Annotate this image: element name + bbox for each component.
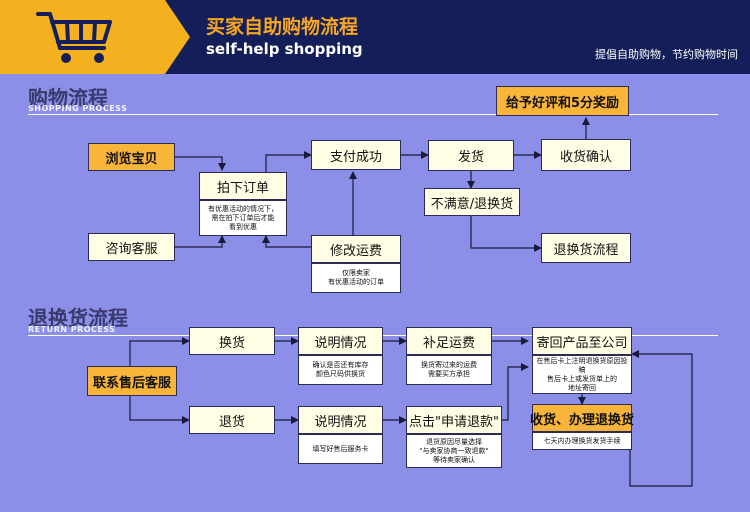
arrow-modify-to-order (262, 235, 311, 248)
note-place-order: 有优惠活动的情况下，需在拍下订单后才能看到优惠 (199, 200, 287, 236)
note-explain-refund: 填写好售后服务卡 (298, 434, 383, 464)
arrow-contact-to-exchange (129, 337, 190, 366)
box-payment-success: 支付成功 (311, 140, 401, 170)
shopping-cart-icon (36, 12, 112, 50)
header-slogan: 提倡自助购物，节约购物时间 (595, 48, 738, 61)
arrow-loop-to-sendback (629, 350, 693, 487)
note-pay-freight: 换货寄过来的运费需要买方承担 (406, 355, 492, 385)
arrow-unsatisfied-to-flow (470, 216, 542, 252)
shopping-section-subtitle: SHOPPING PROCESS (28, 104, 128, 113)
box-receive-process: 收货、办理退换货 (530, 404, 634, 432)
return-section-subtitle: RETURN PROCESS (28, 325, 116, 334)
note-receive-process: 七天内办理换货发货手续 (532, 432, 632, 450)
cart-badge (0, 0, 190, 74)
box-explain-refund: 说明情况 (298, 406, 383, 434)
box-explain-exchange: 说明情况 (298, 327, 383, 355)
header-banner: 买家自助购物流程 self-help shopping 提倡自助购物，节约购物时… (0, 0, 750, 74)
arrow-browse-to-order (175, 156, 226, 171)
note-explain-exchange: 确认是否还有库存颜色尺码供换货 (298, 355, 383, 385)
box-unsatisfied-return: 不满意/退换货 (424, 188, 520, 216)
box-exchange: 换货 (189, 327, 275, 355)
box-review-reward: 给予好评和5分奖励 (496, 86, 629, 116)
arrow-consult-to-order (175, 235, 226, 248)
box-contact-after-sales: 联系售后客服 (87, 366, 177, 396)
box-pay-freight: 补足运费 (406, 327, 492, 355)
box-browse-items: 浏览宝贝 (88, 143, 175, 171)
box-modify-freight: 修改运费 (311, 235, 401, 263)
return-section-title: 退换货流程 (28, 306, 128, 330)
box-send-back: 寄回产品至公司 (532, 327, 632, 355)
box-confirm-receipt: 收货确认 (541, 139, 631, 171)
shopping-section-title: 购物流程 (28, 86, 108, 110)
arrow-order-to-pay (265, 151, 312, 172)
box-apply-refund: 点击"申请退款" (406, 406, 502, 434)
box-return-flow: 退换货流程 (541, 233, 631, 263)
note-modify-freight: 仅限卖家有优惠活动的订单 (311, 263, 401, 293)
header-subtitle: self-help shopping (206, 40, 363, 58)
note-send-back: 在售后卡上注明退换货原因投稿售后卡上或发货单上的地址寄回 (532, 355, 632, 394)
arrow-contact-to-refund (129, 396, 190, 424)
section-divider (28, 114, 718, 115)
box-place-order: 拍下订单 (199, 172, 287, 200)
box-shipping: 发货 (428, 140, 514, 171)
header-title: 买家自助购物流程 (206, 16, 359, 38)
box-refund: 退货 (189, 406, 275, 434)
box-consult-service: 咨询客服 (88, 233, 175, 261)
note-apply-refund: 退货原因尽量选择"与卖家协商一致退款"等待卖家确认 (406, 434, 502, 468)
